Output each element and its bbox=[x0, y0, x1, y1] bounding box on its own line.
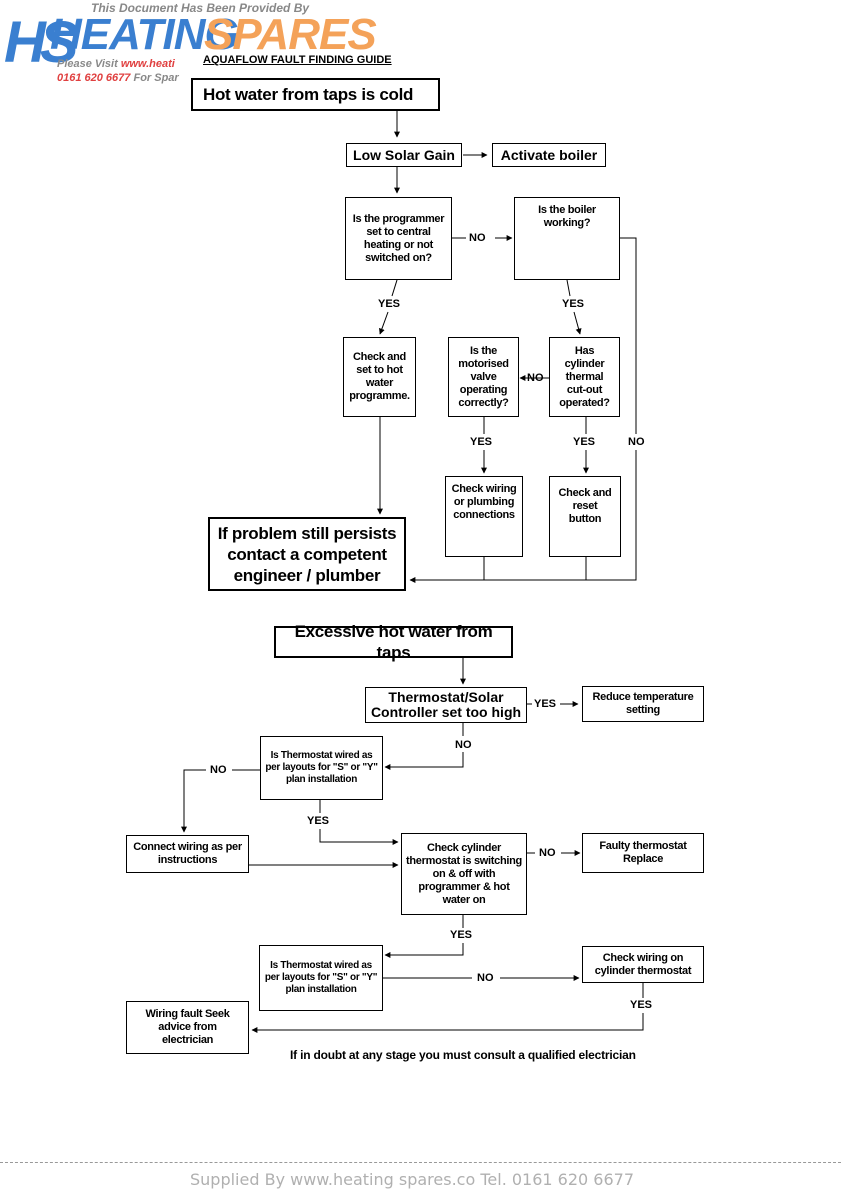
label-yes-8: YES bbox=[630, 999, 653, 1011]
node-wiring-fault: Wiring fault Seek advice from electricia… bbox=[126, 1001, 249, 1054]
visit-text: Please Visit www.heati bbox=[57, 58, 175, 70]
node-q-motorised-valve: Is the motorised valve operating correct… bbox=[448, 337, 519, 417]
node-activate-boiler: Activate boiler bbox=[492, 143, 606, 167]
label-no-3: NO bbox=[628, 436, 645, 448]
label-yes-5: YES bbox=[534, 698, 557, 710]
footer-divider bbox=[0, 1162, 841, 1163]
node-q-wired-2: Is Thermostat wired as per layouts for "… bbox=[259, 945, 383, 1011]
node-faulty-thermostat: Faulty thermostat Replace bbox=[582, 833, 704, 873]
node-check-wiring-plumbing: Check wiring or plumbing connections bbox=[445, 476, 523, 557]
header-phone: 0161 620 6677 For Spar bbox=[57, 72, 179, 84]
node-q-switching: Check cylinder thermostat is switching o… bbox=[401, 833, 527, 915]
label-no-5: NO bbox=[210, 764, 227, 776]
node-q-cylinder-cutout: Has cylinder thermal cut-out operated? bbox=[549, 337, 620, 417]
doubt-note: If in doubt at any stage you must consul… bbox=[290, 1048, 636, 1062]
visit-prefix: Please Visit bbox=[57, 58, 121, 70]
header-phone-suffix: For Spar bbox=[130, 72, 179, 84]
node-q-wired-1: Is Thermostat wired as per layouts for "… bbox=[260, 736, 383, 800]
node-low-solar-gain: Low Solar Gain bbox=[346, 143, 462, 167]
label-yes-4: YES bbox=[573, 436, 596, 448]
label-no-1: NO bbox=[469, 232, 486, 244]
provided-by-text: This Document Has Been Provided By bbox=[91, 1, 310, 15]
node-check-reset-button: Check and reset button bbox=[549, 476, 621, 557]
visit-url-link[interactable]: www.heati bbox=[120, 58, 175, 70]
label-no-4: NO bbox=[455, 739, 472, 751]
label-yes-6: YES bbox=[307, 815, 330, 827]
node-reduce-temperature: Reduce temperature setting bbox=[582, 686, 704, 722]
label-yes-1: YES bbox=[378, 298, 401, 310]
node-q-thermostat-high: Thermostat/Solar Controller set too high bbox=[365, 687, 527, 723]
logo-spares-text: SPARES bbox=[204, 10, 377, 59]
guide-title: AQUAFLOW FAULT FINDING GUIDE bbox=[203, 54, 392, 66]
footer-supplied-by: Supplied By www.heating spares.co Tel. 0… bbox=[190, 1170, 635, 1189]
node-contact-engineer: If problem still persists contact a comp… bbox=[208, 517, 406, 591]
node-check-wiring-cylinder: Check wiring on cylinder thermostat bbox=[582, 946, 704, 983]
label-no-7: NO bbox=[477, 972, 494, 984]
label-yes-2: YES bbox=[562, 298, 585, 310]
label-yes-3: YES bbox=[470, 436, 493, 448]
logo-heating-text: HEATING bbox=[50, 10, 239, 59]
label-yes-7: YES bbox=[450, 929, 473, 941]
label-no-2: NO bbox=[527, 372, 544, 384]
node-check-set-hot-water: Check and set to hot water programme. bbox=[343, 337, 416, 417]
brand-logo: HS HEATING SPARES bbox=[0, 0, 377, 90]
label-no-6: NO bbox=[539, 847, 556, 859]
node-q-programmer: Is the programmer set to central heating… bbox=[345, 197, 452, 280]
node-hot-water-cold: Hot water from taps is cold bbox=[191, 78, 440, 111]
header-phone-number: 0161 620 6677 bbox=[57, 72, 131, 84]
node-connect-wiring: Connect wiring as per instructions bbox=[126, 835, 249, 873]
node-q-boiler-working: Is the boiler working? bbox=[514, 197, 620, 280]
node-excessive-hot-water: Excessive hot water from taps bbox=[274, 622, 513, 662]
